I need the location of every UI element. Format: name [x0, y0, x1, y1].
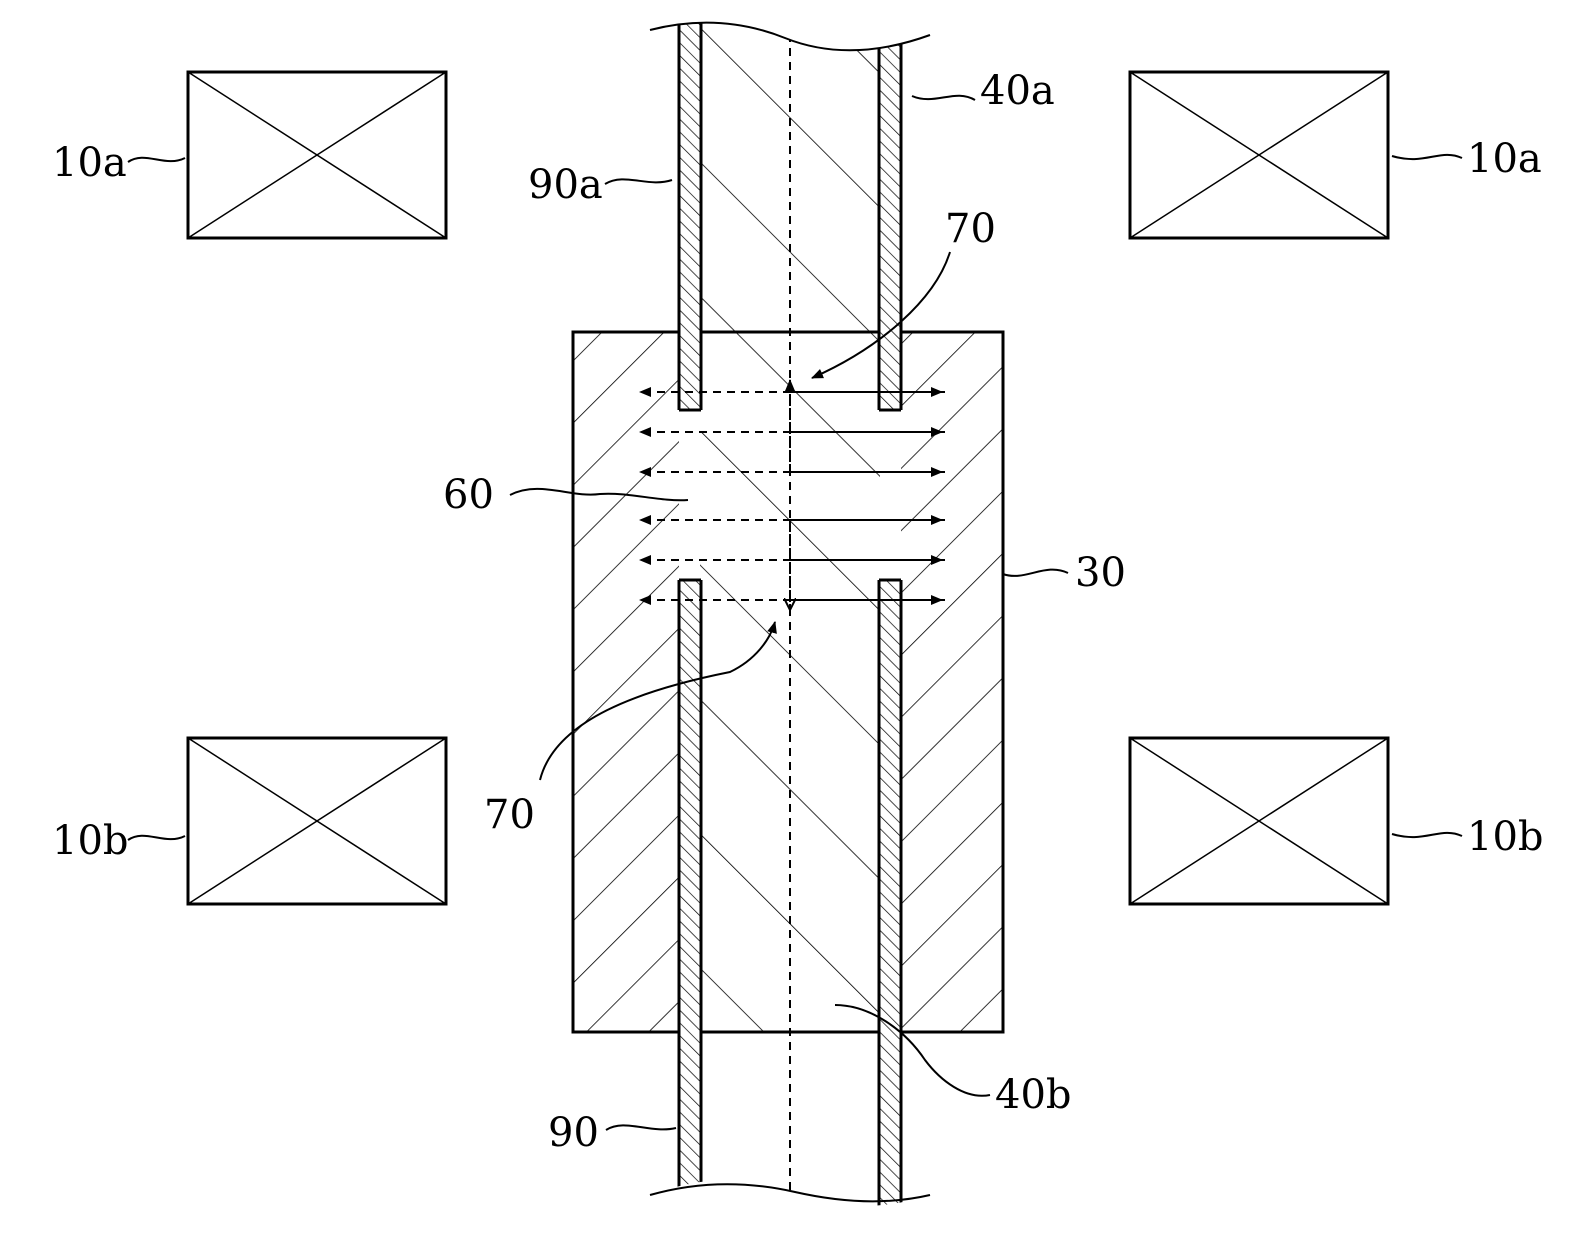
gap-60: [681, 410, 701, 580]
label-40b: 40b: [995, 1072, 1072, 1118]
label-90a: 90a: [528, 162, 603, 208]
label-40a: 40a: [980, 68, 1055, 114]
label-10b-left: 10b: [52, 818, 129, 864]
label-10b-right: 10b: [1467, 814, 1544, 860]
coil-10b-left: [188, 738, 446, 904]
coil-10a-left: [188, 72, 446, 238]
coil-10a-right: [1130, 72, 1388, 238]
label-60: 60: [443, 472, 494, 518]
coil-10b-right: [1130, 738, 1388, 904]
label-10a-left: 10a: [52, 140, 127, 186]
label-10a-right: 10a: [1467, 136, 1542, 182]
label-70-upper: 70: [945, 206, 996, 252]
label-70-lower: 70: [484, 792, 535, 838]
label-90: 90: [548, 1110, 599, 1156]
label-30: 30: [1075, 550, 1126, 596]
